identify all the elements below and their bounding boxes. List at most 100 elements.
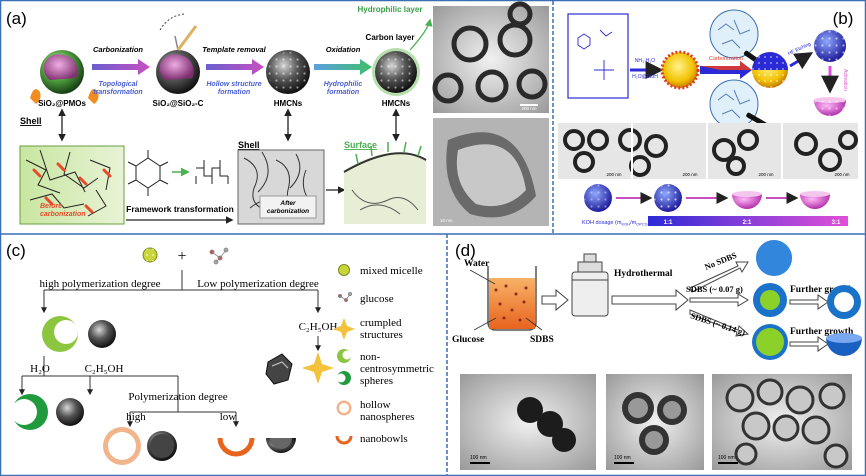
legend-item-crumpled: crumpled structures <box>333 317 403 341</box>
arrow-no-sdbs <box>689 261 749 293</box>
surface-label: Surface <box>344 140 377 150</box>
water-label: Water <box>464 259 490 269</box>
nanobowl <box>217 437 255 457</box>
tem-d-scale-3: 100 nm <box>718 455 735 461</box>
sphere-hollow-blue <box>814 30 846 62</box>
arrow-b-3 <box>789 52 814 70</box>
panel-c-label: (c) <box>6 241 26 260</box>
arrow-sdbs-007 <box>689 293 749 307</box>
sphere-label-2: SiO₂@SiO₂-C <box>153 99 204 108</box>
zoom-circle-bottom <box>709 79 770 129</box>
svg-text:glucose: glucose <box>360 293 394 305</box>
svg-text:nanospheres: nanospheres <box>360 411 414 423</box>
legend-item-hollow: hollow nanospheres <box>336 399 414 423</box>
non-centrosymmetric-sphere <box>42 316 78 352</box>
koh-ratio-1: 1:1 <box>664 220 673 226</box>
koh-ratio-2: 2:1 <box>743 220 752 226</box>
plus-sign: + <box>177 248 186 265</box>
sphere-hmcns-hydrophilic <box>372 18 433 96</box>
sdbs-007-label: SDBS (~ 0.07 g) <box>686 284 743 294</box>
tem-image-single-bowl: 10 nm <box>433 118 549 226</box>
svg-text:hollow: hollow <box>360 399 391 411</box>
svg-text:mixed micelle: mixed micelle <box>360 265 423 277</box>
arrow-further-growth-2 <box>789 336 829 352</box>
poly-low-label: low <box>220 411 237 423</box>
arrow-further-growth-1 <box>789 294 829 310</box>
etoh-left-label: C₂H₅OH <box>85 363 124 375</box>
koh-sphere-row <box>584 184 830 212</box>
crumpled-structure <box>265 353 293 385</box>
glucose-icon <box>209 247 229 265</box>
step-3-sub-2: formation <box>327 89 359 96</box>
polymerization-degree-label: Polymerization degree <box>128 391 227 403</box>
tem-b-scale-1: 200 nm <box>606 172 621 177</box>
flame-icon <box>30 89 41 104</box>
hollow-sphere-tem <box>147 431 177 461</box>
hydrophilic-layer-label: Hydrophilic layer <box>358 5 423 14</box>
arrow-sdbs-014 <box>689 309 750 337</box>
step-3-arrow <box>314 59 372 75</box>
sphere-blue-lime-large <box>752 324 788 360</box>
arrow-b-1-label-2: H₂O@EtoH <box>632 74 658 80</box>
tem-b-scale-3: 200 nm <box>758 172 773 177</box>
low-polymerization-label: Low polymerization degree <box>197 278 319 290</box>
panel-d: (d) Water Glucose SDBS Hyd <box>452 240 862 470</box>
panel-b-label: (b) <box>833 9 854 28</box>
autoclave-icon <box>571 253 609 317</box>
reagents-box <box>567 13 629 99</box>
legend-item-glucose: glucose <box>337 291 394 305</box>
after-label-2: carbonization <box>267 208 309 215</box>
high-polymerization-label: high polymerization degree <box>40 278 161 290</box>
activation-label: Activation <box>842 69 848 91</box>
tem-b-scale-2: 200 nm <box>682 172 697 177</box>
sphere-label-3: HMCNs <box>274 99 303 108</box>
step-2-sub-2: formation <box>218 89 250 96</box>
pathway-lines <box>19 270 321 428</box>
tem-d-2: 100 nm <box>606 374 704 470</box>
legend: mixed micelle glucose crumpled structure… <box>333 264 434 445</box>
sphere-label-1: SiO₂@PMOs <box>38 99 86 108</box>
dark-sphere-h2o-tem <box>56 398 84 426</box>
sphere-h2o-product <box>11 394 48 430</box>
panel-c: (c) + high polym <box>6 241 434 465</box>
arrow-b-1-label-1: NH₃·H₂O <box>635 58 655 64</box>
nanobowl-blue <box>826 333 862 356</box>
step-1-title: Carbonization <box>93 45 143 54</box>
before-label-2: carbonization <box>40 211 86 218</box>
carbon-layer-label: Carbon layer <box>366 33 415 42</box>
reagent-structures <box>577 29 614 80</box>
bowl-magenta <box>814 97 846 116</box>
further-growth-label-2: Further growth <box>790 327 854 337</box>
tem-d-scale-2: 100 nm <box>614 455 631 461</box>
flame-icon <box>88 89 99 104</box>
crumpled-star <box>302 352 334 384</box>
legend-item-non-centrosymmetric: non- centrosymmetric spheres <box>336 349 434 387</box>
sphere-label-4: HMCNs <box>382 99 411 108</box>
beaker <box>469 266 543 331</box>
koh-ratio-3: 3:1 <box>832 220 841 226</box>
surface-diagram <box>343 141 427 224</box>
framework-transformation-label: Framework transformation <box>126 204 234 214</box>
dark-sphere-tem <box>88 320 116 348</box>
sphere-precursor <box>660 50 700 90</box>
svg-text:non-: non- <box>360 351 381 363</box>
koh-dosage-label: KOH dosage (mKOH/mOPCS) <box>582 220 650 227</box>
poly-high-label: high <box>126 411 146 423</box>
tem-strip-b: 200 nm 200 nm 200 nm 200 nm <box>558 123 858 179</box>
sphere-sio2-pmos <box>30 50 99 104</box>
step-1-sub-1: Topological <box>98 81 138 88</box>
h2o-label: H₂O <box>30 363 50 375</box>
further-growth-label-1: Further growth <box>790 285 854 295</box>
step-3-title: Oxidation <box>326 45 361 54</box>
etoh-right-label: C₂H₅OH <box>299 321 338 333</box>
arrow-hydrothermal <box>611 288 689 312</box>
shell-label-2: Shell <box>238 140 260 150</box>
step-1-sub-2: transformation <box>93 89 142 96</box>
nanobowl-tem <box>266 438 296 453</box>
sphere-sio2-sio2-c <box>156 13 200 94</box>
glucose-label: Glucose <box>452 335 484 345</box>
panel-a-label: (a) <box>6 9 27 28</box>
tem-d-scale-1: 100 nm <box>470 455 487 461</box>
step-1-arrow <box>92 59 150 75</box>
arrow-b-2-label: Carbonization <box>709 56 743 62</box>
